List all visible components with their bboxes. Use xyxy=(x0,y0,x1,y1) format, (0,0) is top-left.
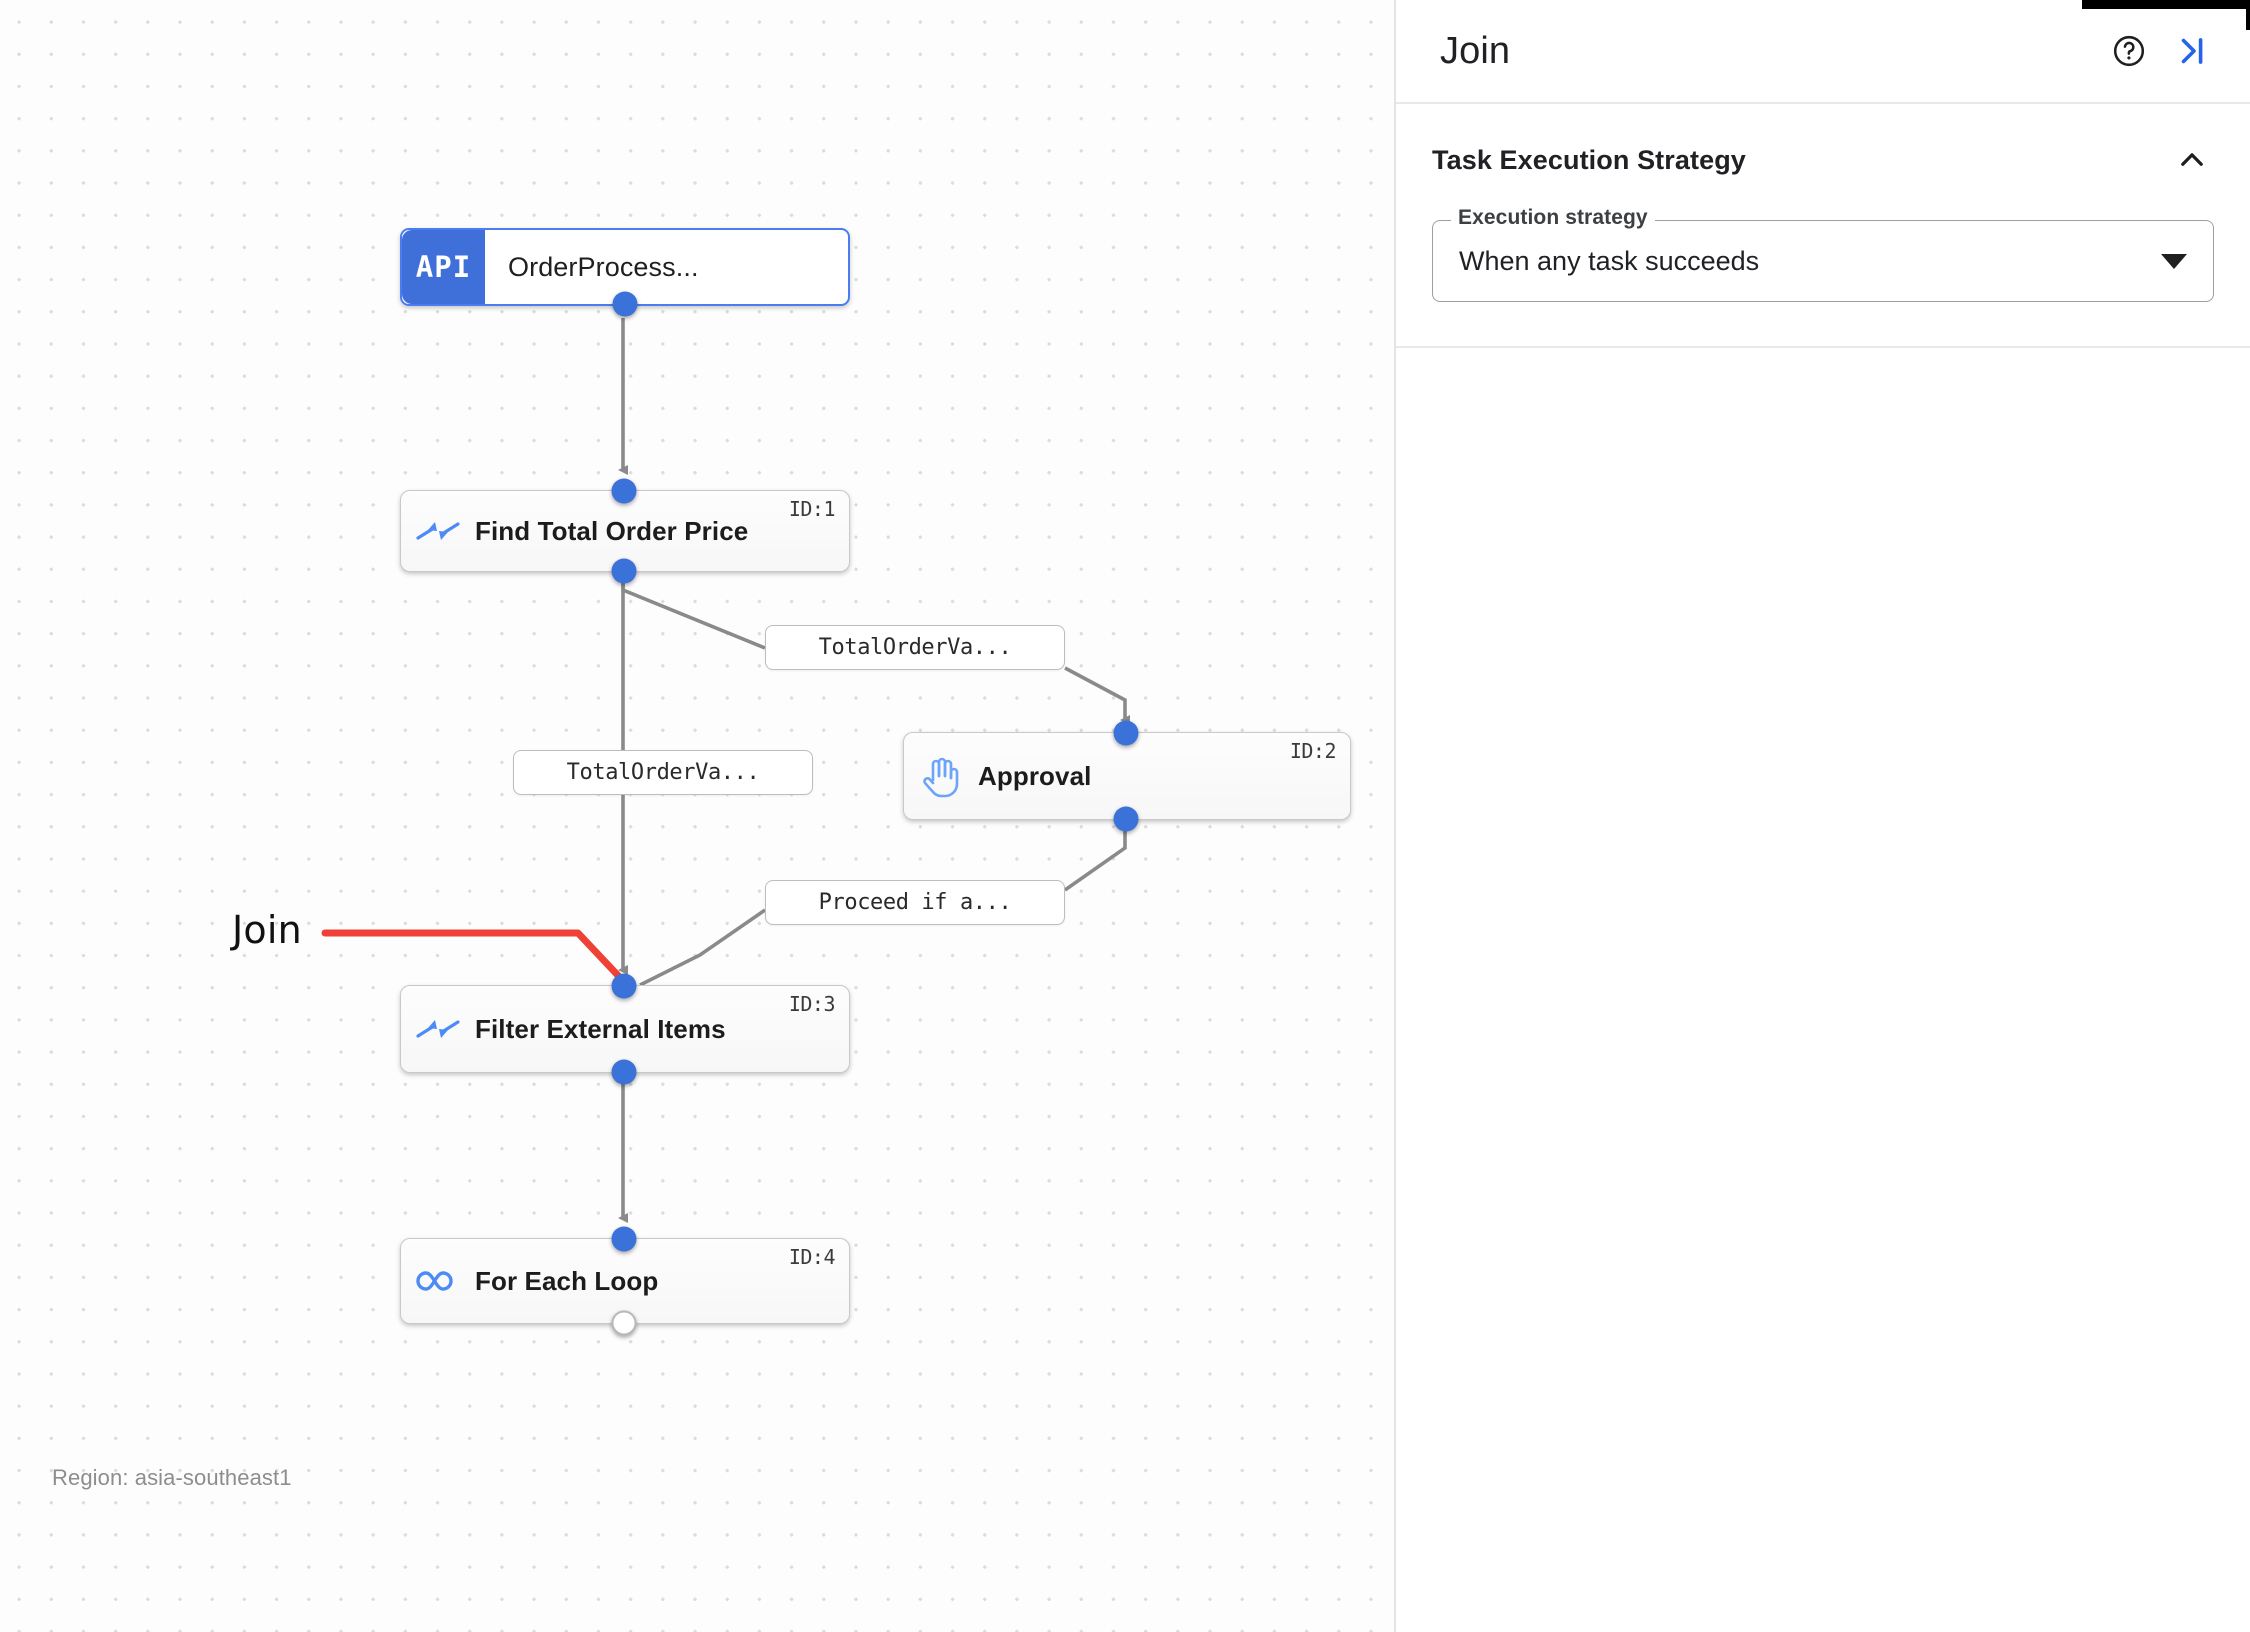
edge-approval-to-chip3 xyxy=(1063,820,1127,892)
edge-label-chip[interactable]: Proceed if a... xyxy=(765,880,1065,925)
node-output-port[interactable] xyxy=(611,1059,637,1085)
edge-chip3-to-task3 xyxy=(639,908,767,987)
properties-panel: Join Task Execution Strategy xyxy=(1396,0,2250,1632)
chevron-up-icon[interactable] xyxy=(2170,138,2214,182)
node-label: OrderProcess... xyxy=(508,251,699,282)
annotation-label-join: Join xyxy=(232,908,302,952)
node-for-each-loop[interactable]: For Each Loop ID:4 xyxy=(400,1226,850,1336)
node-input-port[interactable] xyxy=(611,478,637,504)
hand-raised-icon xyxy=(904,754,978,798)
caret-down-icon[interactable] xyxy=(2161,253,2187,269)
node-label: Filter External Items xyxy=(475,1013,726,1044)
panel-header: Join xyxy=(1396,0,2250,104)
node-input-port[interactable] xyxy=(1113,720,1139,746)
node-input-port[interactable] xyxy=(611,1226,637,1252)
merge-arrows-icon xyxy=(401,1014,475,1044)
workflow-canvas[interactable]: API OrderProcess... Find xyxy=(0,0,1396,1632)
merge-arrows-icon xyxy=(401,516,475,546)
panel-title: Join xyxy=(1440,29,1511,72)
node-approval[interactable]: Approval ID:2 xyxy=(903,720,1351,832)
top-black-bar xyxy=(2082,0,2250,9)
node-order-process[interactable]: API OrderProcess... xyxy=(400,228,850,317)
edge-chip1-to-approval xyxy=(1064,666,1130,725)
node-output-port[interactable] xyxy=(612,291,638,317)
node-output-port[interactable] xyxy=(611,1310,637,1336)
right-black-edge xyxy=(2246,0,2250,30)
section-task-execution-strategy: Task Execution Strategy Execution strate… xyxy=(1396,104,2250,348)
annotation-arrow xyxy=(321,929,631,989)
node-id-badge: ID:3 xyxy=(788,992,836,1016)
edge-task1-to-chip1 xyxy=(621,572,766,650)
section-header[interactable]: Task Execution Strategy xyxy=(1432,138,2214,182)
region-label: Region: asia-southeast1 xyxy=(52,1465,292,1490)
node-id-badge: ID:4 xyxy=(788,1245,836,1269)
edge-label-chip[interactable]: TotalOrderVa... xyxy=(513,750,813,795)
node-label: Find Total Order Price xyxy=(475,515,749,546)
infinity-loop-icon xyxy=(401,1267,475,1295)
execution-strategy-value: When any task succeeds xyxy=(1459,245,1760,276)
node-find-total-order-price[interactable]: Find Total Order Price ID:1 xyxy=(400,478,850,584)
collapse-panel-icon[interactable] xyxy=(2160,20,2222,82)
node-input-port[interactable] xyxy=(611,973,637,999)
node-id-badge: ID:2 xyxy=(1289,739,1337,763)
api-badge-icon: API xyxy=(402,230,485,304)
help-circle-icon[interactable] xyxy=(2098,20,2160,82)
node-id-badge: ID:1 xyxy=(788,497,836,521)
execution-strategy-select[interactable]: Execution strategy When any task succeed… xyxy=(1432,206,2214,302)
node-output-port[interactable] xyxy=(611,558,637,584)
panel-body: Task Execution Strategy Execution strate… xyxy=(1396,104,2250,1632)
node-filter-external-items[interactable]: Filter External Items ID:3 xyxy=(400,973,850,1085)
section-title: Task Execution Strategy xyxy=(1432,144,1746,175)
node-label: For Each Loop xyxy=(475,1265,659,1296)
node-label: Approval xyxy=(978,760,1092,791)
node-output-port[interactable] xyxy=(1113,806,1139,832)
execution-strategy-label: Execution strategy xyxy=(1451,206,1655,230)
edge-label-chip[interactable]: TotalOrderVa... xyxy=(765,625,1065,670)
